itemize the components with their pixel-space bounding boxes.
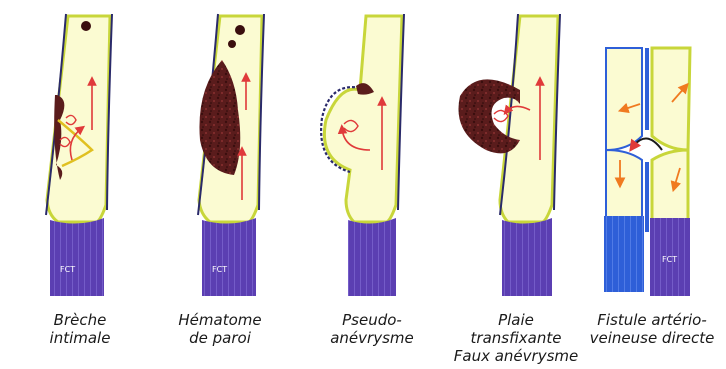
panel-pseudo-anevrysme (321, 14, 404, 296)
caption-line: Plaie (446, 311, 586, 329)
caption-line: veineuse directe (582, 329, 722, 347)
flow-swirl (494, 110, 508, 121)
caption-line: Faux anévrysme (446, 347, 586, 365)
debris-dot (235, 25, 245, 35)
artery-lumen (500, 16, 558, 222)
vein-mark: FCT (662, 255, 677, 264)
caption-plaie-transfixante: Plaie transfixante Faux anévrysme (446, 311, 586, 365)
caption-hematome-de-paroi: Hématome de paroi (150, 311, 290, 347)
vein-segment (50, 218, 104, 296)
vein-segment (202, 218, 256, 296)
vein-mark: FCT (212, 265, 227, 274)
debris-dot (81, 21, 91, 31)
artery-lumen (324, 16, 402, 222)
panel-breche-intimale: FCT (46, 14, 112, 296)
vein-mark: FCT (60, 265, 75, 274)
caption-line: anévrysme (302, 329, 442, 347)
vein-upper-left (606, 48, 642, 150)
caption-line: Brèche (10, 311, 150, 329)
vein-segment (348, 218, 396, 296)
debris-dot (228, 40, 236, 48)
artery-upper-right (652, 48, 690, 150)
vein-lower-left (606, 150, 642, 220)
panel-hematome-de-paroi: FCT (198, 14, 264, 296)
caption-fistule-arterio-veineuse: Fistule artério- veineuse directe (582, 311, 722, 347)
caption-line: intimale (10, 329, 150, 347)
caption-line: de paroi (150, 329, 290, 347)
artery-lower-right (652, 150, 688, 220)
panel-plaie-transfixante (458, 14, 560, 296)
caption-line: Hématome (150, 311, 290, 329)
caption-pseudo-anevrysme: Pseudo- anévrysme (302, 311, 442, 347)
vein-segment (502, 218, 552, 296)
panel-fistule-arterio-veineuse: FCT (604, 48, 690, 296)
caption-line: Pseudo- (302, 311, 442, 329)
caption-breche-intimale: Brèche intimale (10, 311, 150, 347)
caption-line: transfixante (446, 329, 586, 347)
caption-line: Fistule artério- (582, 311, 722, 329)
vein-blue-segment (604, 216, 644, 292)
